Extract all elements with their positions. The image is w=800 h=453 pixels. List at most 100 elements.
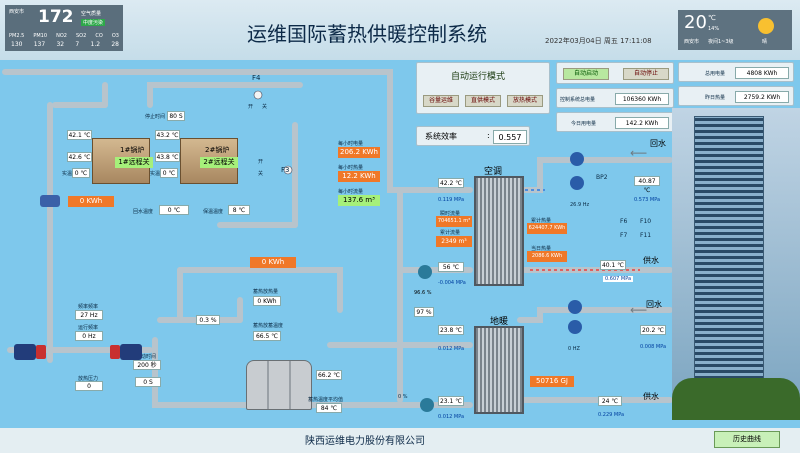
yesterday-label: 昨日热量: [705, 95, 726, 101]
pump-1-icon[interactable]: [14, 344, 36, 360]
weather-cond: 晴: [762, 39, 768, 45]
ac-supply-label: 供水: [643, 256, 659, 265]
hold-temp-value: 8 ℃: [228, 205, 250, 215]
f4-on-label: 开: [248, 104, 254, 110]
pump-2-icon[interactable]: [120, 344, 142, 360]
real-temp-label-2: 实温: [150, 171, 161, 177]
hourly-power-label: 每小时电量: [338, 141, 364, 147]
boiler-1-label: 1#锅炉: [120, 146, 145, 154]
o3-value: 28: [111, 41, 119, 48]
ac-pump-2-icon[interactable]: [570, 176, 584, 190]
floor-sup-pres: 0.229 MPa: [598, 412, 625, 418]
floor-hz: 0 HZ: [568, 346, 580, 352]
stop-time-label: 停止时间: [145, 114, 166, 120]
floor-out-temp: 23.1 ℃: [438, 396, 464, 406]
so2-value: 7: [75, 41, 80, 48]
hourly-flow-label: 每小时流量: [338, 189, 364, 195]
ac-valve-icon[interactable]: [418, 265, 432, 279]
storage-temp-label: 蓄热放蓄温度: [253, 323, 284, 329]
f6-label: F6: [620, 218, 628, 225]
ac-pump-1-icon[interactable]: [570, 152, 584, 166]
boiler-2-label: 2#锅炉: [205, 146, 230, 154]
floor-return-label: 回水: [646, 300, 662, 309]
pm10-label: PM10: [33, 33, 48, 39]
storage-heat-label: 蓄热放热量: [253, 289, 279, 295]
f4-label: F4: [252, 74, 261, 82]
floor-in-pres: 0.012 MPa: [438, 346, 465, 352]
no2-label: NO2: [56, 33, 67, 39]
boiler-temp-1: 42.1 ℃: [67, 130, 92, 140]
pump-start-value: 200 秒: [133, 360, 161, 370]
storage-temp-value: 66.5 ℃: [253, 331, 281, 341]
today-label: 今日用电量: [571, 121, 597, 127]
history-button[interactable]: 历史曲线: [714, 431, 780, 448]
ac-today-value: 2086.6 KWh: [527, 251, 567, 262]
valve-left-icon[interactable]: [40, 195, 60, 207]
ac-flow-value: 704651.1 m³: [436, 216, 472, 227]
ac-ret-pres: 0.573 MPa: [634, 197, 661, 203]
storage-t1: 66.2 ℃: [316, 370, 342, 380]
efficiency-label: 系统效率: [425, 132, 457, 141]
mode-direct-button[interactable]: 直供模式: [465, 95, 501, 107]
efficiency-colon: :: [487, 131, 490, 140]
aqi-unit: 空气质量: [81, 11, 102, 17]
boiler-temp-4: 43.8 ℃: [155, 152, 180, 162]
aqi-level: 中度污染: [81, 19, 106, 26]
ac-acc-value: 2349 m³: [436, 236, 472, 247]
stop-time-value: 80 S: [167, 111, 185, 121]
ac-valve-pct: 96.6 %: [414, 290, 432, 296]
ac-total-label: 累计热量: [531, 218, 552, 224]
boiler-2-remote[interactable]: 2#远程关: [200, 157, 238, 168]
pump-start-label: 启动时间: [136, 354, 157, 360]
no2-value: 32: [56, 41, 65, 48]
pump-freq-label: 频率频率: [78, 304, 99, 310]
pm25-value: 130: [11, 41, 23, 48]
floor-ret-pres: 0.008 MPa: [640, 344, 667, 350]
mode-release-button[interactable]: 放热模式: [507, 95, 543, 107]
today-value: 142.2 KWh: [615, 117, 669, 129]
weather-unit: ℃: [708, 14, 716, 22]
floor-pump-2-icon[interactable]: [568, 320, 582, 334]
pump-2-motor-icon: [110, 345, 120, 359]
co-value: 1.2: [90, 41, 101, 48]
auto-stop-button[interactable]: 自动停止: [623, 68, 669, 80]
auto-start-button[interactable]: 自动启动: [563, 68, 609, 80]
ac-title: 空调: [484, 167, 503, 177]
floor-ret-temp: 20.2 ℃: [640, 325, 666, 335]
floor-valve-icon[interactable]: [420, 398, 434, 412]
floor-pump-1-icon[interactable]: [568, 300, 582, 314]
so2-label: SO2: [75, 33, 87, 39]
floor-title: 地暖: [490, 317, 509, 327]
floor-sup-temp: 24 ℃: [598, 396, 622, 406]
auto-mode-panel: 自动运行模式 谷量运维 直供模式 放热模式: [416, 62, 550, 114]
storage-bot-label: 蓄热温度平均值: [308, 397, 344, 403]
sun-icon: [758, 18, 774, 34]
pump-freq-value: 27 Hz: [75, 310, 103, 320]
hold-temp-label: 保温温度: [203, 209, 224, 215]
f4-off-label: 关: [262, 104, 268, 110]
footer-bar: [0, 428, 800, 453]
co-label: CO: [95, 33, 103, 39]
building-tower: [694, 116, 764, 416]
real-temp-value-1: 0 ℃: [72, 168, 90, 178]
header-bar: [0, 0, 800, 60]
ac-flow-label: 瞬时流量: [440, 211, 461, 217]
mode-guliang-button[interactable]: 谷量运维: [423, 95, 459, 107]
pump-pres-label: 放热压力: [78, 376, 99, 382]
boiler-temp-3: 43.2 ℃: [155, 130, 180, 140]
yesterday-panel: 昨日热量 2759.2 KWh: [678, 86, 794, 106]
ac-heat-exchanger: [474, 176, 524, 286]
storage-heat-value: 0 KWh: [253, 296, 281, 306]
floor-heat-value: 50716 GJ: [530, 376, 574, 387]
ac-out-temp: 56 ℃: [438, 262, 464, 272]
boiler-1-remote[interactable]: 1#远程关: [115, 157, 153, 168]
ac-sup-temp: 40.1 ℃: [600, 260, 626, 270]
ac-sup-pres: 0.607 MPa: [603, 276, 634, 282]
f3-on-label: 开: [258, 159, 264, 165]
f3-label: F3: [281, 166, 290, 174]
floor-supply-label: 供水: [643, 392, 659, 401]
sys-total-panel: 控制系统总电量 106360 KWh: [556, 88, 674, 108]
yesterday-value: 2759.2 KWh: [735, 91, 789, 103]
